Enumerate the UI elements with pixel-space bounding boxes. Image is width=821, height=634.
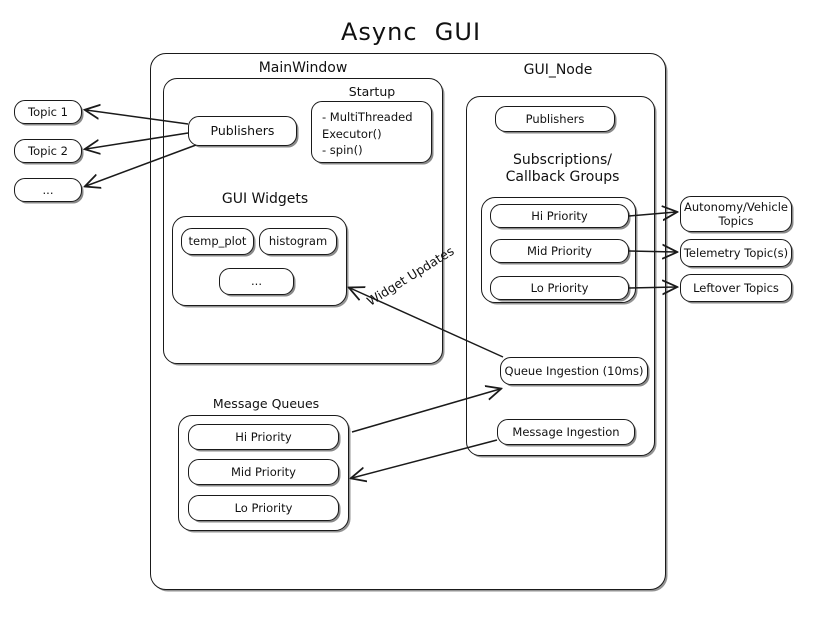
- left-topic-more[interactable]: ...: [14, 178, 82, 202]
- main-window-title: MainWindow: [258, 60, 348, 76]
- subscription-mid-priority[interactable]: Mid Priority: [490, 239, 629, 263]
- subscription-lo-priority[interactable]: Lo Priority: [490, 276, 629, 300]
- left-topic-2[interactable]: Topic 2: [14, 139, 82, 163]
- main-window-publishers-box[interactable]: Publishers: [188, 116, 297, 146]
- subscription-hi-priority[interactable]: Hi Priority: [490, 204, 629, 228]
- right-topic-autonomy-vehicle[interactable]: Autonomy/Vehicle Topics: [680, 196, 792, 232]
- message-queue-hi-priority[interactable]: Hi Priority: [188, 424, 339, 450]
- message-queue-lo-priority[interactable]: Lo Priority: [188, 495, 339, 521]
- gui-node-publishers-box[interactable]: Publishers: [495, 106, 615, 132]
- widget-more[interactable]: ...: [219, 268, 294, 295]
- message-queues-title: Message Queues: [212, 396, 320, 411]
- message-queue-mid-priority[interactable]: Mid Priority: [188, 459, 339, 485]
- left-topic-1[interactable]: Topic 1: [14, 100, 82, 124]
- gui-node-title: GUI_Node: [523, 62, 593, 78]
- startup-title: Startup: [348, 84, 396, 99]
- right-topic-leftover[interactable]: Leftover Topics: [680, 274, 792, 302]
- gui-widgets-title: GUI Widgets: [221, 191, 309, 207]
- page-title: Async GUI: [340, 18, 482, 46]
- widget-temp-plot[interactable]: temp_plot: [181, 228, 254, 255]
- message-ingestion-box[interactable]: Message Ingestion: [497, 419, 635, 445]
- queue-ingestion-box[interactable]: Queue Ingestion (10ms): [500, 357, 648, 385]
- widget-histogram[interactable]: histogram: [259, 228, 337, 255]
- startup-box[interactable]: - MultiThreaded Executor() - spin(): [311, 101, 432, 163]
- right-topic-telemetry[interactable]: Telemetry Topic(s): [680, 239, 792, 267]
- subscriptions-title: Subscriptions/ Callback Groups: [505, 152, 620, 186]
